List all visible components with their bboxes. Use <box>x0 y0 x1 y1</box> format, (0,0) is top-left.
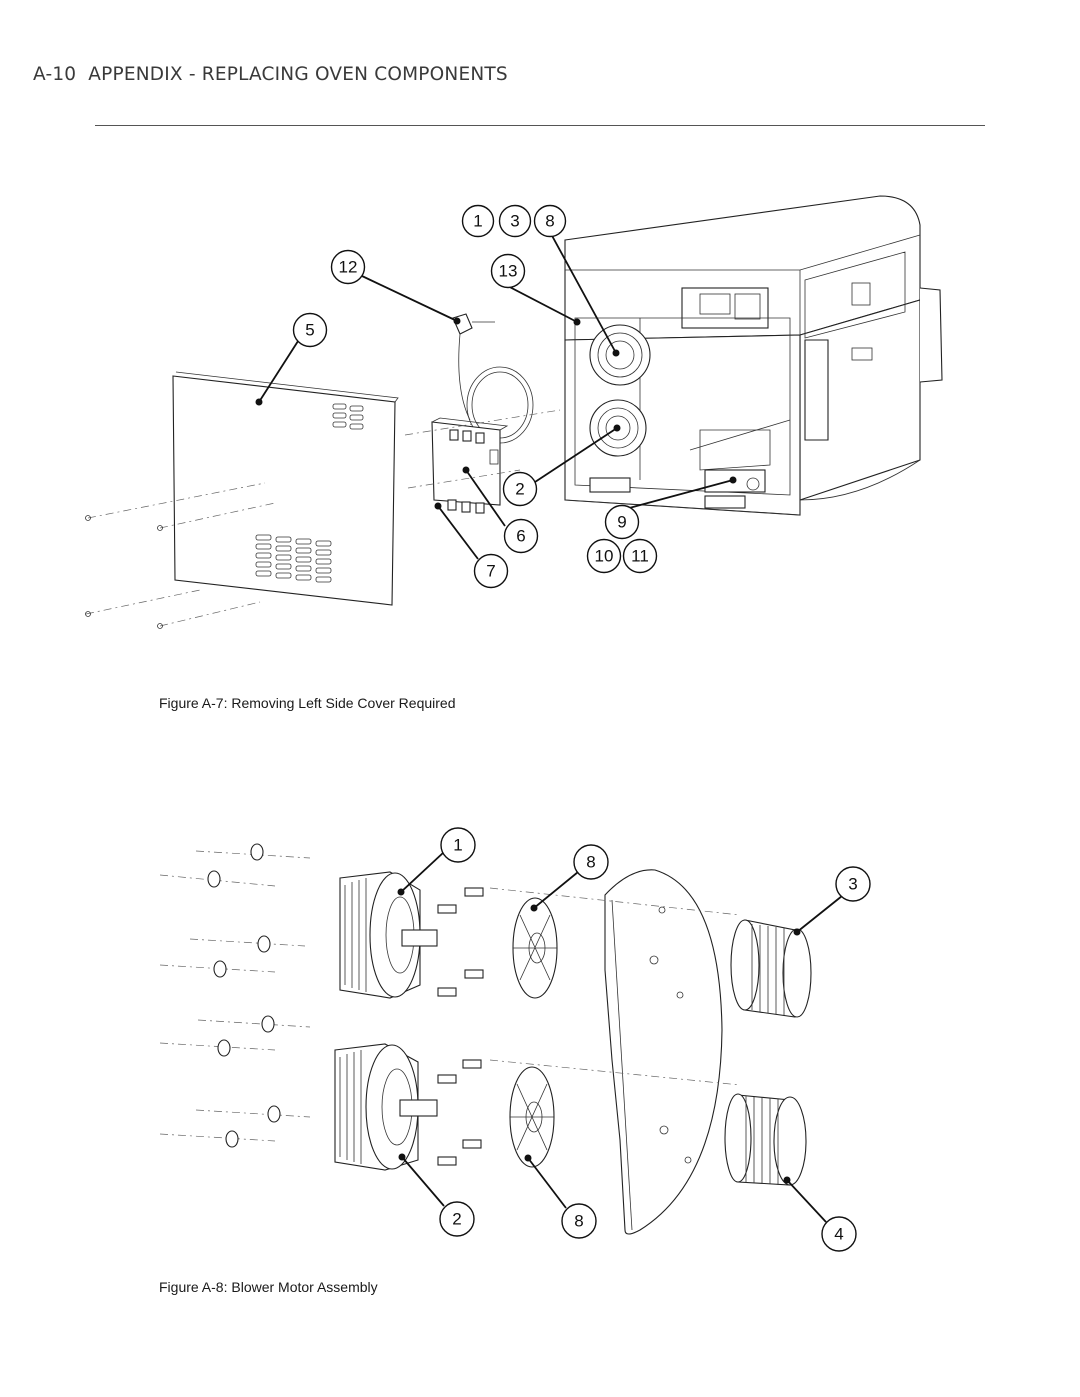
callout-1: 1 <box>461 204 495 238</box>
callout-12: 12 <box>330 249 366 285</box>
mounting-nuts <box>159 843 311 1148</box>
figure-a8-caption: Figure A-8: Blower Motor Assembly <box>159 1279 378 1295</box>
svg-text:9: 9 <box>617 513 626 532</box>
blower-wheel-upper <box>730 919 812 1018</box>
power-cord <box>452 313 534 444</box>
callout-a8-3: 3 <box>835 866 871 902</box>
callout-a8-8-bottom: 8 <box>561 1203 597 1239</box>
svg-text:8: 8 <box>545 212 554 231</box>
callout-9: 9 <box>604 504 640 540</box>
callout-7: 7 <box>473 553 509 589</box>
upper-fan-blade <box>512 897 558 999</box>
blower-wheel-lower <box>724 1093 807 1186</box>
callout-5: 5 <box>292 312 328 348</box>
lower-fan-blade <box>509 1066 555 1168</box>
svg-text:8: 8 <box>586 853 595 872</box>
svg-text:1: 1 <box>473 212 482 231</box>
svg-text:11: 11 <box>631 547 649 566</box>
svg-text:5: 5 <box>305 321 314 340</box>
figure-a7-caption: Figure A-7: Removing Left Side Cover Req… <box>159 695 456 711</box>
svg-text:2: 2 <box>515 480 524 499</box>
svg-text:3: 3 <box>510 212 519 231</box>
svg-text:6: 6 <box>516 527 525 546</box>
oven-body <box>564 195 943 516</box>
header-rule <box>95 125 985 126</box>
svg-text:13: 13 <box>499 262 518 281</box>
callout-a8-2: 2 <box>439 1201 475 1237</box>
svg-text:8: 8 <box>574 1212 583 1231</box>
svg-text:7: 7 <box>486 562 495 581</box>
oven-blower-upper <box>589 324 651 386</box>
section-code: A-10 <box>33 64 77 85</box>
callout-a8-8-top: 8 <box>573 844 609 880</box>
svg-text:12: 12 <box>339 258 358 277</box>
callout-3: 3 <box>498 204 532 238</box>
callout-6: 6 <box>503 518 539 554</box>
blower-mounting-plate <box>489 869 741 1235</box>
upper-blower-motor <box>339 871 484 999</box>
filter-box <box>404 409 561 514</box>
lower-blower-motor <box>334 1043 482 1171</box>
cover-vent-slots-lower <box>255 534 332 583</box>
svg-text:4: 4 <box>834 1225 843 1244</box>
figure-a8-leaders <box>397 851 843 1223</box>
svg-text:1: 1 <box>453 836 462 855</box>
callout-a8-1: 1 <box>440 827 476 863</box>
svg-text:2: 2 <box>452 1210 461 1229</box>
callout-8: 8 <box>533 204 567 238</box>
callout-2: 2 <box>502 471 538 507</box>
page-header: A-10 APPENDIX - REPLACING OVEN COMPONENTS <box>33 64 508 85</box>
callout-10: 10 <box>586 538 622 574</box>
callout-a8-4: 4 <box>821 1216 857 1252</box>
figure-a7-illustration: 1 3 8 12 13 5 2 6 9 10 11 7 <box>85 195 943 629</box>
svg-text:10: 10 <box>595 547 614 566</box>
figure-a8-illustration: 1 8 3 2 8 4 <box>159 827 871 1252</box>
cover-vent-slots-upper <box>332 403 364 430</box>
section-title: APPENDIX - REPLACING OVEN COMPONENTS <box>88 64 508 85</box>
svg-text:3: 3 <box>848 875 857 894</box>
callout-13: 13 <box>490 253 526 289</box>
left-side-cover <box>85 371 399 629</box>
callout-11: 11 <box>622 538 658 574</box>
